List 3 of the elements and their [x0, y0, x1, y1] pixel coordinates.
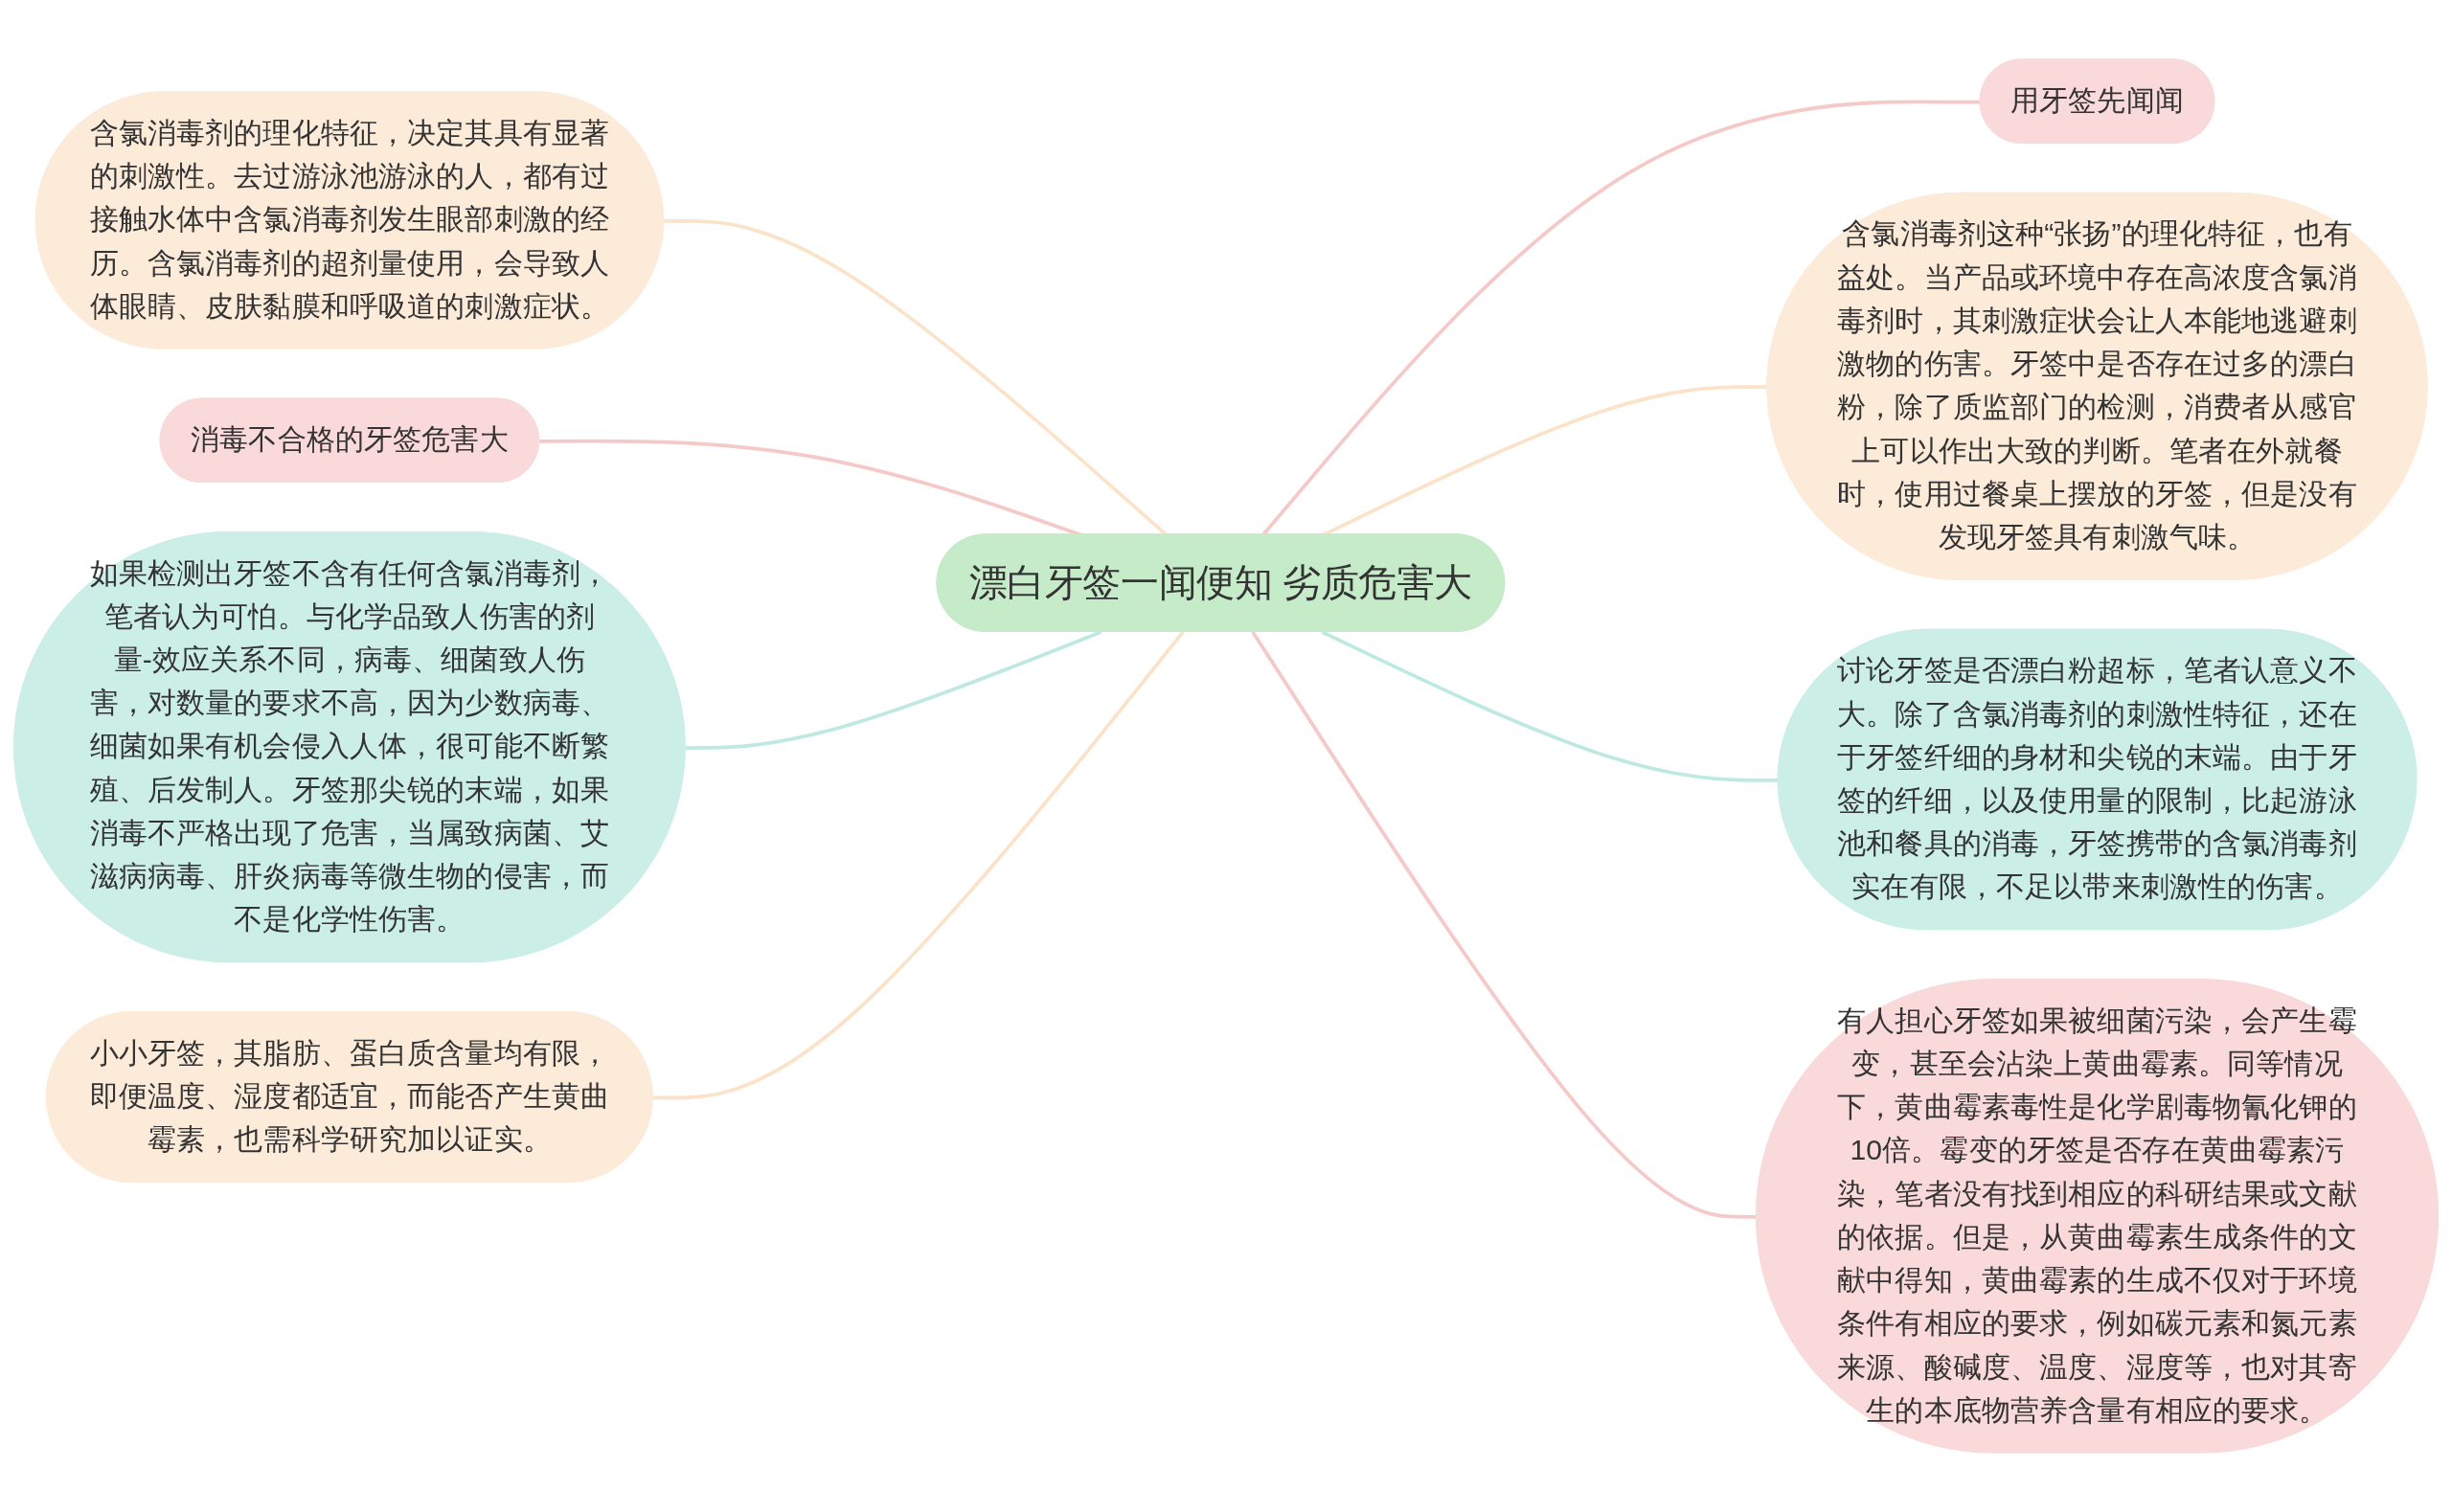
connector: [1251, 630, 1758, 1219]
connector: [652, 630, 1185, 1100]
connector: [685, 630, 1102, 750]
